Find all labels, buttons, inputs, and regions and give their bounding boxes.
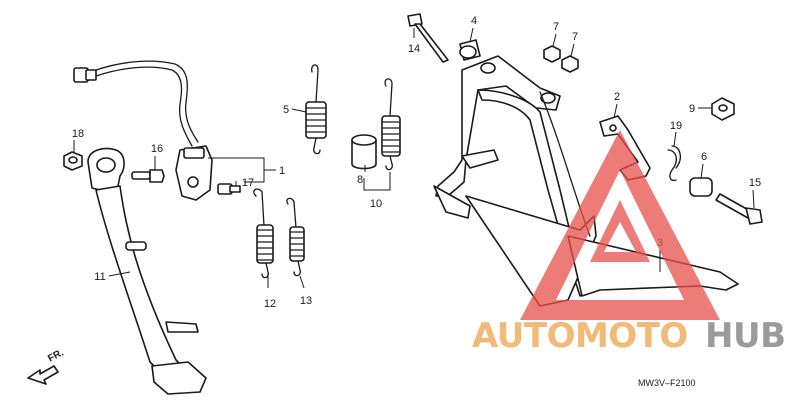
- watermark-text-2: HUB: [705, 316, 785, 356]
- callout-18: 18: [72, 128, 84, 140]
- side-stand-switch: [175, 145, 213, 201]
- callout-11: 11: [94, 271, 105, 283]
- bolt-14: [407, 13, 449, 63]
- callout-14: 14: [408, 43, 420, 55]
- callout-12: 12: [264, 298, 276, 310]
- callout-2: 2: [614, 91, 620, 103]
- nut-18: [63, 151, 83, 171]
- callout-1: 1: [279, 165, 285, 177]
- side-stand-spring-13: [286, 197, 305, 277]
- callout-7b: 7: [572, 31, 578, 43]
- callout-17: 17: [242, 177, 254, 189]
- callout-9: 9: [689, 103, 695, 115]
- spring-10: [381, 78, 401, 171]
- callout-16: 16: [151, 143, 163, 155]
- side-stand-switch-wire: [73, 60, 199, 147]
- spring-hook-19: [667, 145, 682, 182]
- callout-6: 6: [701, 151, 707, 163]
- callout-10: 10: [370, 198, 382, 210]
- callout-7a: 7: [553, 21, 559, 33]
- direction-label: FR.: [46, 347, 66, 364]
- watermark: AUTOMOTO HUB: [472, 130, 786, 356]
- diagram-code: MW3V–F2100: [638, 378, 696, 388]
- front-direction-arrow: FR.: [27, 347, 66, 385]
- spring-5: [305, 64, 327, 155]
- nut-7b: [561, 55, 579, 73]
- watermark-text-1: AUTOMOTO: [472, 316, 688, 356]
- callout-labels: 1 2 3 4 5 6 7 7 8 9 10 11 12 13 14 15 16…: [72, 15, 761, 310]
- callout-5: 5: [283, 104, 289, 116]
- nut-9: [711, 97, 735, 121]
- side-stand-pivot-bolt-16: [131, 169, 165, 183]
- bolt-15: [715, 193, 763, 225]
- collar-6: [689, 177, 713, 197]
- watermark-triangle: [520, 130, 720, 320]
- collar-8: [351, 134, 377, 170]
- side-stand-spring-12: [253, 188, 274, 279]
- callout-19: 19: [670, 120, 682, 132]
- side-stand-bolt-17: [217, 183, 241, 195]
- leader-lines: [73, 27, 755, 289]
- side-stand-11: [87, 147, 207, 395]
- callout-8: 8: [357, 174, 363, 186]
- callout-4: 4: [471, 15, 477, 27]
- callout-15: 15: [749, 177, 761, 189]
- nut-7a: [543, 45, 561, 63]
- collar-4: [459, 39, 481, 61]
- callout-13: 13: [300, 295, 312, 307]
